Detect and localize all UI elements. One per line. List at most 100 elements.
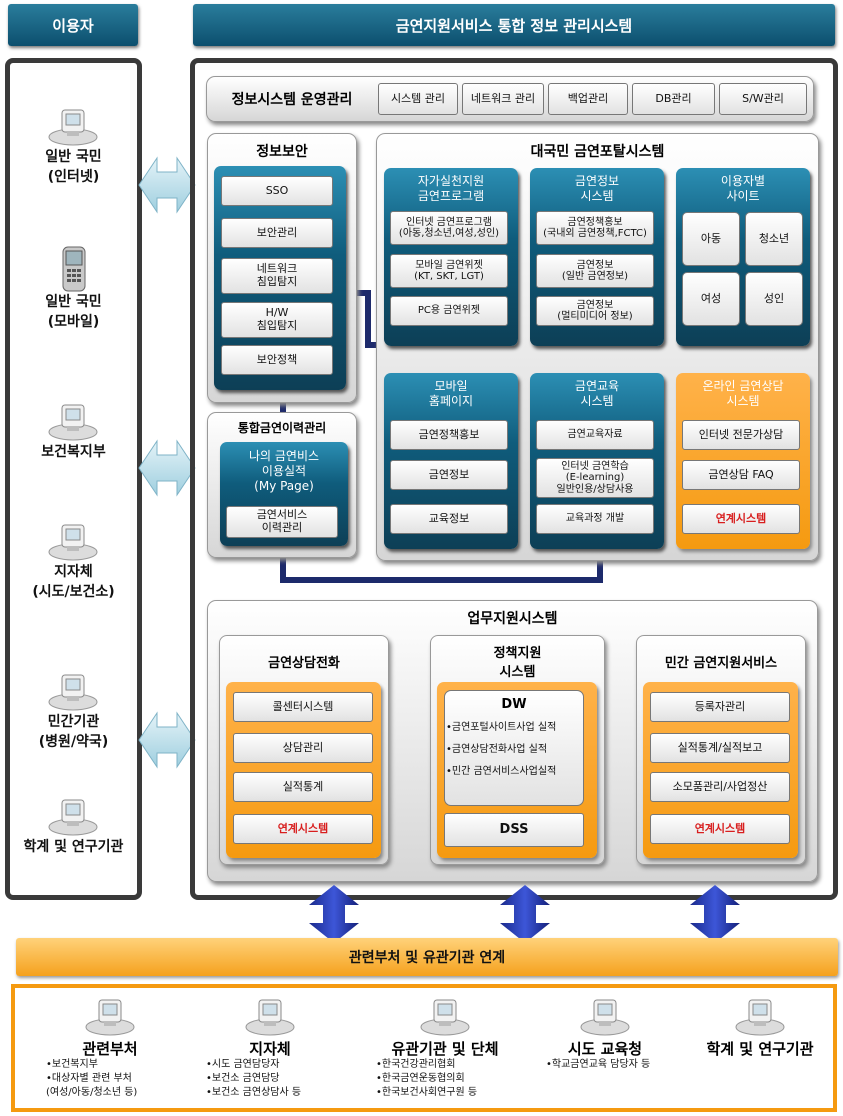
user-site-item[interactable]: 청소년 [745, 212, 803, 266]
security-item-button[interactable]: SSO [221, 176, 333, 206]
org-title: 관련부처 [82, 1040, 138, 1058]
call-title: 금연상담전화 [268, 655, 340, 671]
user-name: 민간기관 [47, 714, 100, 730]
mobile-home-item[interactable]: 교육정보 [390, 504, 508, 534]
online-title: 온라인 금연상담 시스템 [702, 379, 784, 408]
user-label: 지자체(시도/보건소) [10, 563, 137, 602]
computer-icon [47, 519, 99, 561]
dw-item: •금연포털사이트사업 실적 [446, 722, 557, 733]
vertical-double-arrow-icon [309, 885, 359, 943]
linked-system-button[interactable]: 연계시스템 [233, 814, 373, 844]
user-label: 민간기관(병원/약국) [10, 713, 137, 752]
info-system-item[interactable]: 금연정책홍보 (국내외 금연정책,FCTC) [536, 211, 654, 245]
org-item: •한국금연운동협의회 [376, 1073, 465, 1084]
business-title: 업무지원시스템 [467, 611, 558, 627]
computer-icon [734, 994, 786, 1036]
org-item: •한국보건사회연구원 등 [376, 1087, 478, 1098]
user-site-item[interactable]: 성인 [745, 272, 803, 326]
double-arrow-icon [138, 156, 196, 214]
security-item-button[interactable]: H/W 침입탐지 [221, 302, 333, 338]
history-title: 통합금연이력관리 [237, 420, 327, 435]
online-counsel-item[interactable]: 금연상담 FAQ [682, 460, 800, 490]
computer-icon [419, 994, 471, 1036]
org-item: (여성/아동/청소년 등) [46, 1087, 138, 1098]
ops-item-button[interactable]: 시스템 관리 [378, 83, 458, 115]
org-item: •시도 금연담당자 [206, 1059, 280, 1070]
user-name: 일반 국민 [45, 149, 102, 165]
users-header: 이용자 [8, 4, 138, 46]
online-counsel-item[interactable]: 인터넷 전문가상담 [682, 420, 800, 450]
security-item-button[interactable]: 보안관리 [221, 218, 333, 248]
double-arrow-icon [138, 711, 196, 769]
dw-title: DW [501, 696, 527, 712]
user-label: 학계 및 연구기관 [10, 838, 137, 858]
org-item: •학교금연교육 담당자 등 [546, 1059, 651, 1070]
linked-system-button[interactable]: 연계시스템 [650, 814, 790, 844]
vertical-double-arrow-icon [500, 885, 550, 943]
org-item: •대상자별 관련 부처 [46, 1073, 132, 1084]
private-service-item[interactable]: 등록자관리 [650, 692, 790, 722]
dw-item: •금연상담전화사업 실적 [446, 744, 548, 755]
computer-icon [579, 994, 631, 1036]
edu-system-item[interactable]: 인터넷 금연학습 (E-learning) 일반인용/상담사용 [536, 458, 654, 498]
edu-system-item[interactable]: 교육과정 개발 [536, 504, 654, 534]
org-title: 시도 교육청 [567, 1040, 643, 1058]
info-system-item[interactable]: 금연정보 (일반 금연정보) [536, 254, 654, 288]
call-center-item[interactable]: 상담관리 [233, 733, 373, 763]
user-name: 학계 및 연구기관 [23, 839, 124, 855]
history-item[interactable]: 금연서비스 이력관리 [226, 506, 338, 538]
mobile-title: 모바일 홈페이지 [428, 379, 474, 408]
policy-title: 정책지원 시스템 [493, 646, 542, 680]
history-subtitle: 나의 금연비스 이용실적 (My Page) [248, 449, 320, 493]
mobile-home-item[interactable]: 금연정책홍보 [390, 420, 508, 450]
usersite-title: 이용자별 사이트 [720, 174, 766, 203]
private-title: 민간 금연지원서비스 [664, 655, 778, 671]
computer-icon [47, 399, 99, 441]
users-panel [5, 58, 142, 900]
mobile-home-item[interactable]: 금연정보 [390, 460, 508, 490]
org-item: •한국건강관리협회 [376, 1059, 456, 1070]
user-name: 보건복지부 [41, 444, 106, 460]
ops-title: 정보시스템 운영관리 [231, 92, 353, 108]
system-header: 금연지원서비스 통합 정보 관리시스템 [193, 4, 835, 46]
call-center-item[interactable]: 실적통계 [233, 772, 373, 802]
org-title: 학계 및 연구기관 [706, 1040, 814, 1058]
user-site-item[interactable]: 아동 [682, 212, 740, 266]
info-title: 금연정보 시스템 [574, 174, 620, 203]
computer-icon [47, 669, 99, 711]
edu-title: 금연교육 시스템 [574, 379, 620, 408]
computer-icon [47, 794, 99, 836]
ops-item-button[interactable]: 네트워크 관리 [462, 83, 544, 115]
private-service-item[interactable]: 소모품관리/사업정산 [650, 772, 790, 802]
call-center-item[interactable]: 콜센터시스템 [233, 692, 373, 722]
user-site-item[interactable]: 여성 [682, 272, 740, 326]
linked-system-button[interactable]: 연계시스템 [682, 504, 800, 534]
security-item-button[interactable]: 보안정책 [221, 345, 333, 375]
security-title: 정보보안 [256, 144, 308, 160]
user-arrows [138, 156, 196, 769]
self-program-item[interactable]: 인터넷 금연프로그램 (아동,청소년,여성,성인) [390, 211, 508, 245]
ops-item-button[interactable]: DB관리 [632, 83, 715, 115]
mobile-phone-icon [47, 245, 99, 293]
dw-box[interactable] [444, 690, 584, 806]
ops-item-button[interactable]: 백업관리 [548, 83, 628, 115]
user-label: 보건복지부 [10, 443, 137, 463]
user-detail: (인터넷) [47, 168, 100, 185]
security-item-button[interactable]: 네트워크 침입탐지 [221, 258, 333, 294]
user-name: 지자체 [54, 564, 93, 580]
ops-item-button[interactable]: S/W관리 [719, 83, 807, 115]
computer-icon [47, 104, 99, 146]
link-bar: 관련부처 및 유관기관 연계 [16, 938, 838, 976]
org-title: 유관기관 및 단체 [391, 1040, 499, 1058]
double-arrow-icon [138, 439, 196, 497]
dss-box[interactable]: DSS [444, 813, 584, 847]
user-label: 일반 국민(모바일) [10, 293, 137, 332]
self-program-item[interactable]: PC용 금연위젯 [390, 296, 508, 326]
info-system-item[interactable]: 금연정보 (멀티미디어 정보) [536, 296, 654, 326]
user-detail: (모바일) [47, 313, 100, 330]
private-service-item[interactable]: 실적통계/실적보고 [650, 733, 790, 763]
self-program-item[interactable]: 모바일 금연위젯 (KT, SKT, LGT) [390, 254, 508, 288]
edu-system-item[interactable]: 금연교육자료 [536, 420, 654, 450]
vertical-double-arrow-icon [690, 885, 740, 943]
orgs-panel [11, 984, 837, 1112]
